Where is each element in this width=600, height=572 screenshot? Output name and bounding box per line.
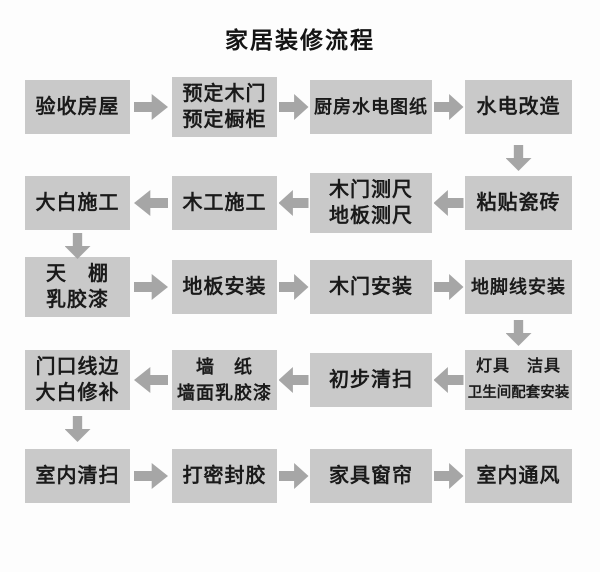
- step-label: 预定橱柜: [182, 109, 267, 131]
- flow-step-box: 打密封胶: [172, 449, 277, 503]
- arrow-right-icon: [278, 94, 309, 120]
- flow-step-box: 初步清扫: [310, 353, 432, 407]
- step-label: 墙面乳胶漆: [177, 383, 272, 403]
- page-title: 家居装修流程: [225, 27, 375, 53]
- arrow-left-icon: [134, 367, 168, 393]
- flow-step-box: 粘贴瓷砖: [465, 176, 572, 230]
- arrow-right-icon: [433, 463, 464, 489]
- step-label: 粘贴瓷砖: [476, 192, 561, 214]
- step-label: 大白施工: [35, 192, 120, 214]
- arrow-down-icon: [64, 233, 91, 259]
- step-label: 地板安装: [182, 276, 267, 298]
- step-label: 厨房水电图纸: [314, 97, 428, 117]
- step-label: 室内清扫: [35, 465, 120, 487]
- arrow-right-icon: [134, 463, 168, 489]
- step-label: 打密封胶: [182, 465, 267, 487]
- arrow-left-icon: [433, 190, 464, 216]
- flow-step-box: 厨房水电图纸: [310, 80, 432, 134]
- flow-step-box: 地脚线安装: [465, 260, 572, 314]
- arrow-down-icon: [64, 416, 91, 442]
- arrow-right-icon: [433, 274, 464, 300]
- step-label: 木门安装: [329, 276, 413, 298]
- step-label: 乳胶漆: [46, 289, 109, 311]
- step-label: 室内通风: [476, 465, 561, 487]
- arrow-left-icon: [433, 367, 464, 393]
- arrow-left-icon: [278, 367, 309, 393]
- arrow-right-icon: [134, 94, 168, 120]
- flow-step-box: 门口线边大白修补: [25, 350, 130, 410]
- header: 家居装修流程: [0, 0, 600, 70]
- flow-step-box: 水电改造: [465, 80, 572, 134]
- arrow-left-icon: [134, 190, 168, 216]
- flow-step-box: 室内清扫: [25, 449, 130, 503]
- step-label: 大白修补: [35, 382, 120, 404]
- step-label: 地脚线安装: [471, 277, 566, 297]
- step-label: 门口线边: [35, 356, 120, 378]
- arrow-left-icon: [278, 190, 309, 216]
- arrow-down-icon: [505, 320, 532, 346]
- flow-step-box: 天 棚乳胶漆: [25, 257, 130, 317]
- step-label: 木门测尺: [329, 179, 413, 201]
- arrow-right-icon: [278, 274, 309, 300]
- flow-step-box: 大白施工: [25, 176, 130, 230]
- step-label: 地板测尺: [329, 205, 413, 227]
- step-label: 验收房屋: [35, 96, 120, 118]
- arrow-right-icon: [278, 463, 309, 489]
- flow-step-box: 预定木门预定橱柜: [172, 77, 277, 137]
- flow-step-box: 室内通风: [465, 449, 572, 503]
- flow-step-box: 木门测尺地板测尺: [310, 173, 432, 233]
- flow-step-box: 灯具 洁具卫生间配套安装: [465, 350, 572, 410]
- step-label: 木工施工: [182, 192, 267, 214]
- step-label: 预定木门: [182, 83, 267, 105]
- flow-step-box: 木工施工: [172, 176, 277, 230]
- arrow-down-icon: [505, 145, 532, 171]
- step-label: 天 棚: [46, 263, 109, 285]
- flow-step-box: 家具窗帘: [310, 449, 432, 503]
- flow-step-box: 地板安装: [172, 260, 277, 314]
- flow-step-box: 验收房屋: [25, 80, 130, 134]
- step-label: 卫生间配套安装: [467, 385, 570, 401]
- flow-step-box: 木门安装: [310, 260, 432, 314]
- flowchart: 验收房屋 预定木门预定橱柜 厨房水电图纸 水电改造 大白施工 木工施工 木门测尺…: [25, 70, 572, 504]
- step-label: 家具窗帘: [329, 465, 413, 487]
- step-label: 灯具 洁具: [475, 358, 561, 375]
- flow-step-box: 墙 纸墙面乳胶漆: [172, 350, 277, 410]
- step-label: 初步清扫: [329, 369, 413, 391]
- arrow-right-icon: [134, 274, 168, 300]
- step-label: 墙 纸: [196, 357, 253, 377]
- step-label: 水电改造: [476, 96, 561, 118]
- arrow-right-icon: [433, 94, 464, 120]
